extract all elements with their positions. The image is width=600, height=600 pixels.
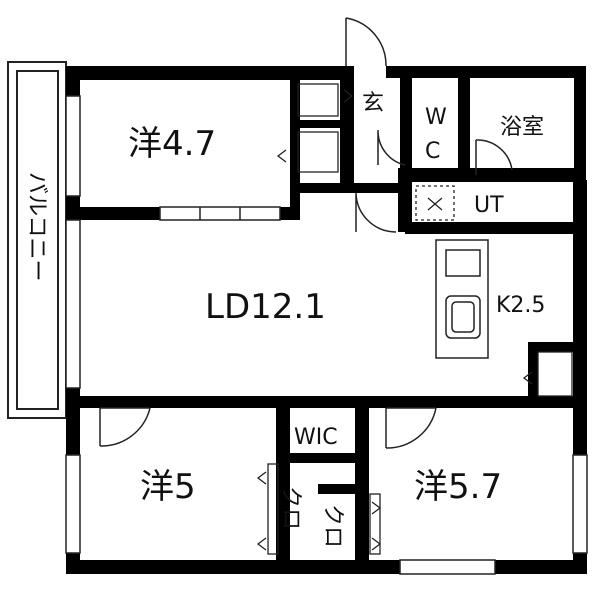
room-label-ut: UT [474,193,504,218]
room-label-bath: 浴室 [500,115,544,140]
room-label-kitchen: K2.5 [496,293,545,318]
closet-markers [256,83,573,555]
room-label-western-1: 洋4.7 [128,124,216,164]
room-label-ld: LD12.1 [205,287,326,327]
washer-icon [415,185,455,221]
kitchen-counter [435,239,489,359]
balcony [7,61,67,419]
room-label-entrance: 玄 [362,91,384,116]
room-label-wc-line1: W [425,105,447,130]
windows [65,95,588,575]
room-label-closet-2: クロ [320,504,345,548]
room-label-western-3: 洋5.7 [414,467,502,507]
room-label-wic: WIC [294,425,338,450]
room-label-western-2: 洋5 [140,467,196,507]
room-label-closet-1: クロ [278,486,303,530]
doors [99,17,513,449]
balcony-label: バルコニー [24,172,49,282]
room-label-wc-line2: C [425,139,440,164]
